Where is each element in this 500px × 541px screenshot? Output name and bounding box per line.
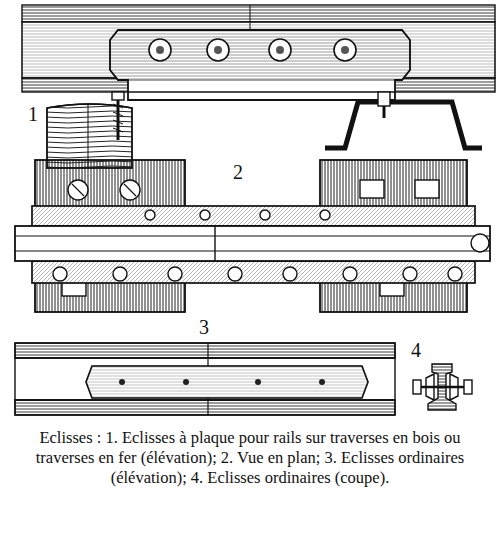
figure-number: 1	[27, 104, 39, 124]
figure-caption: Eclisses : 1. Eclisses à plaque pour rai…	[12, 428, 488, 487]
figure-number: 2	[232, 162, 244, 182]
figure-number: 4	[410, 340, 422, 360]
figure-number: 3	[198, 317, 210, 337]
